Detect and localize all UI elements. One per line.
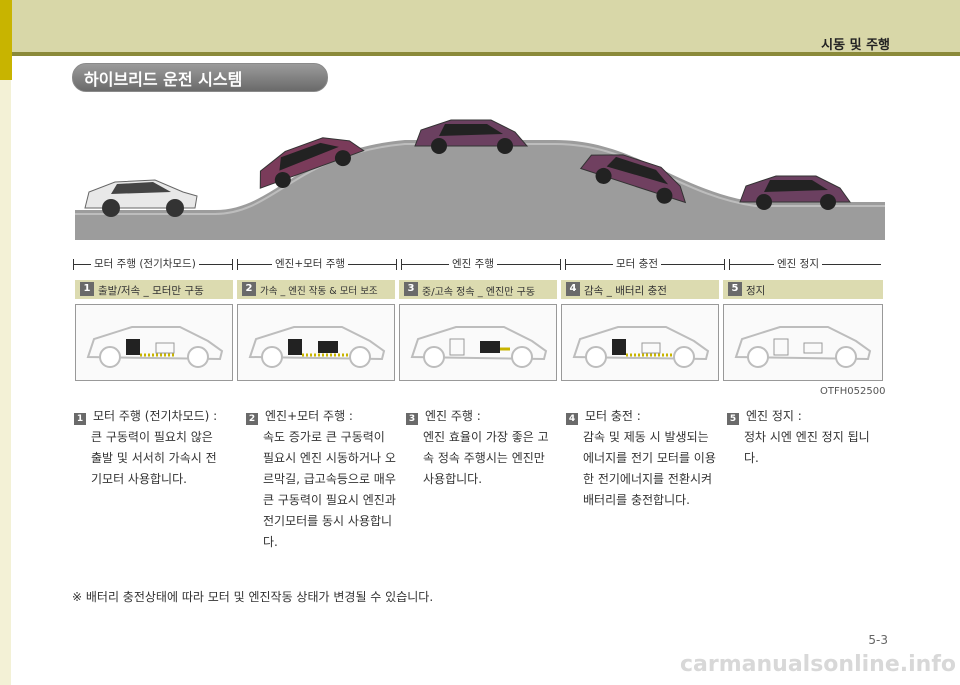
battery-icon	[288, 339, 302, 355]
condition-2-label: 가속 _ 엔진 작동 & 모터 보조	[260, 286, 378, 297]
road-scene-illustration	[75, 119, 885, 240]
side-margin-band	[0, 80, 11, 685]
stage-2-label: 엔진+모터 주행	[272, 256, 349, 271]
condition-3-number: 3	[404, 282, 418, 296]
description-5-body: 정차 시엔 엔진 정지 됩니다.	[744, 430, 870, 465]
car-stage-4-icon	[579, 154, 687, 204]
stage-5-bracket: 엔진 정지	[729, 256, 881, 272]
car-outline-icon	[734, 326, 872, 368]
stage-5-label: 엔진 정지	[774, 256, 822, 271]
footnote: ※ 배터리 충전상태에 따라 모터 및 엔진작동 상태가 변경될 수 있습니다.	[72, 590, 434, 604]
description-5-number: 5	[727, 413, 739, 425]
description-1: 1 모터 주행 (전기차모드) : 큰 구동력이 필요치 않은 출발 및 서서히 …	[74, 406, 224, 490]
battery-icon	[449, 338, 465, 356]
battery-icon	[773, 338, 789, 356]
watermark: carmanualsonline.info	[680, 652, 956, 677]
car-outline-icon	[86, 326, 224, 368]
condition-4-number: 4	[566, 282, 580, 296]
stage-3-label: 엔진 주행	[449, 256, 497, 271]
description-5-title: 엔진 정지 :	[746, 409, 802, 423]
figure-code: OTFH052500	[820, 386, 886, 397]
stage-4-label: 모터 충전	[613, 256, 661, 271]
description-4-body: 감속 및 제동 시 발생되는 에너지를 전기 모터를 이용한 전기에너지를 전환…	[583, 430, 716, 507]
section-title: 시동 및 주행	[821, 38, 890, 53]
description-2-title: 엔진+모터 주행 :	[265, 409, 353, 423]
condition-3-label: 중/고속 정속 _ 엔진만 구동	[422, 287, 536, 298]
car-outline-icon	[410, 326, 548, 368]
stage-1-label: 모터 주행 (전기차모드)	[91, 256, 199, 271]
panel-4	[561, 304, 719, 381]
panel-1	[75, 304, 233, 381]
description-4-number: 4	[566, 413, 578, 425]
engine-icon	[480, 341, 500, 353]
description-3: 3 엔진 주행 : 엔진 효율이 가장 좋은 고속 정속 주행시는 엔진만 사용합…	[406, 406, 556, 490]
stage-4-bracket: 모터 충전	[565, 256, 725, 272]
description-2: 2 엔진+모터 주행 : 속도 증가로 큰 구동력이 필요시 엔진 시동하거나 오…	[246, 406, 396, 553]
condition-4-header: 4 감속 _ 배터리 충전	[561, 280, 719, 299]
condition-3-header: 3 중/고속 정속 _ 엔진만 구동	[399, 280, 557, 299]
stage-2-bracket: 엔진+모터 주행	[237, 256, 397, 272]
condition-5-header: 5 정지	[723, 280, 883, 299]
description-2-body: 속도 증가로 큰 구동력이 필요시 엔진 시동하거나 오르막길, 급고속등으로 …	[263, 430, 396, 549]
condition-1-header: 1 출발/저속 _ 모터만 구동	[75, 280, 233, 299]
stage-3-bracket: 엔진 주행	[401, 256, 561, 272]
engine-icon	[803, 342, 823, 354]
car-outline-icon	[572, 326, 710, 368]
description-1-title: 모터 주행 (전기차모드) :	[93, 409, 218, 423]
description-2-number: 2	[246, 413, 258, 425]
condition-2-number: 2	[242, 282, 256, 296]
battery-icon	[126, 339, 140, 355]
description-4: 4 모터 충전 : 감속 및 제동 시 발생되는 에너지를 전기 모터를 이용한 …	[566, 406, 716, 511]
condition-1-number: 1	[80, 282, 94, 296]
stage-1-bracket: 모터 주행 (전기차모드)	[73, 256, 233, 272]
panel-3	[399, 304, 557, 381]
header-band	[0, 0, 960, 55]
description-4-title: 모터 충전 :	[585, 409, 641, 423]
panel-2	[237, 304, 395, 381]
panel-5	[723, 304, 883, 381]
page-number: 5-3	[868, 633, 888, 647]
header-rule	[0, 52, 960, 56]
chapter-tab	[0, 0, 12, 80]
condition-5-number: 5	[728, 282, 742, 296]
engine-icon	[318, 341, 338, 353]
engine-icon	[155, 342, 175, 354]
condition-2-header: 2 가속 _ 엔진 작동 & 모터 보조	[237, 280, 395, 299]
page-title: 하이브리드 운전 시스템	[84, 70, 243, 89]
title-pill	[72, 63, 328, 92]
car-outline-icon	[248, 326, 386, 368]
condition-1-label: 출발/저속 _ 모터만 구동	[98, 285, 204, 297]
car-stage-2-icon	[259, 137, 365, 189]
condition-4-label: 감속 _ 배터리 충전	[584, 285, 667, 297]
car-stage-5-icon	[739, 175, 851, 210]
description-3-body: 엔진 효율이 가장 좋은 고속 정속 주행시는 엔진만 사용합니다.	[423, 430, 549, 486]
description-1-body: 큰 구동력이 필요치 않은 출발 및 서서히 가속시 전기모터 사용합니다.	[91, 430, 217, 486]
description-5: 5 엔진 정지 : 정차 시엔 엔진 정지 됩니다.	[727, 406, 877, 469]
description-3-number: 3	[406, 413, 418, 425]
car-stage-3-icon	[414, 119, 529, 154]
car-stage-1-icon	[84, 179, 198, 217]
description-3-title: 엔진 주행 :	[425, 409, 481, 423]
engine-icon	[641, 342, 661, 354]
battery-icon	[612, 339, 626, 355]
description-1-number: 1	[74, 413, 86, 425]
condition-5-label: 정지	[746, 285, 766, 297]
